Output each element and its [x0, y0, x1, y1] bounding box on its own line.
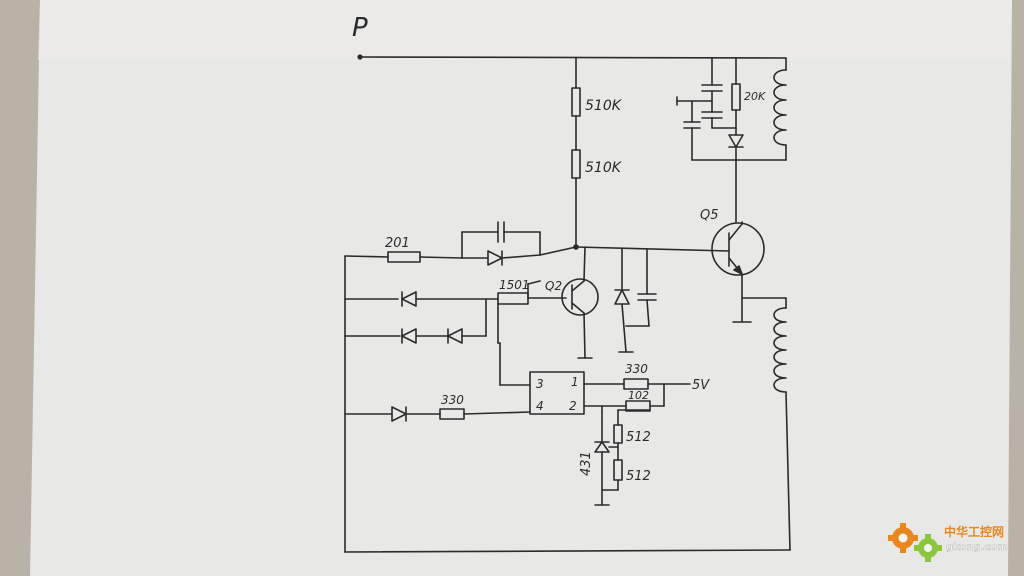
label-512-a: 512 — [626, 430, 651, 445]
gear-green-icon — [914, 534, 942, 562]
label-510k-2: 510K — [585, 160, 623, 176]
label-20k: 20K — [744, 90, 766, 103]
base-drive-network — [344, 221, 577, 266]
snubber-network — [676, 57, 787, 223]
label-510k-1: 510K — [585, 98, 623, 114]
label-330-5v: 330 — [625, 362, 648, 376]
p-rail — [357, 54, 787, 60]
label-330-bottom: 330 — [441, 393, 464, 407]
transformer-winding-top — [773, 57, 787, 161]
optocoupler — [497, 303, 625, 415]
watermark-url: gkong.com — [946, 542, 1008, 553]
opto-pin-4: 4 — [536, 399, 544, 413]
diode-row-2 — [344, 298, 487, 344]
tl431-divider — [594, 409, 623, 506]
label-201: 201 — [385, 236, 410, 251]
resistor-1501 — [497, 280, 567, 305]
ground-rail — [344, 255, 791, 553]
supply-5v-network — [601, 378, 691, 413]
resistor-510k-chain — [571, 57, 581, 248]
transistor-q2 — [561, 246, 599, 359]
labels: P 510K 510K 20K Q5 201 1501 Q2 3 4 1 2 3… — [352, 13, 766, 484]
label-512-b: 512 — [626, 469, 651, 484]
diode-row-1 — [344, 291, 499, 307]
label-5v: 5V — [692, 378, 710, 393]
feedback-branch-330 — [344, 406, 531, 422]
gkong-watermark: 中华工控网 gkong.com — [888, 523, 1008, 562]
opto-pin-2: 2 — [569, 399, 577, 413]
watermark-cn: 中华工控网 — [944, 524, 1004, 539]
zener-and-cap — [614, 248, 657, 353]
label-q5: Q5 — [700, 208, 719, 223]
opto-pin-3: 3 — [536, 377, 544, 391]
label-431: 431 — [579, 451, 594, 476]
gear-orange-icon — [888, 523, 918, 553]
label-q2: Q2 — [545, 279, 562, 293]
opto-pin-1: 1 — [571, 375, 579, 389]
transformer-winding-bottom — [741, 297, 791, 551]
paper-sheet — [30, 0, 1012, 576]
rail-label: P — [352, 13, 368, 43]
label-1501: 1501 — [499, 278, 530, 292]
label-102: 102 — [628, 389, 649, 402]
